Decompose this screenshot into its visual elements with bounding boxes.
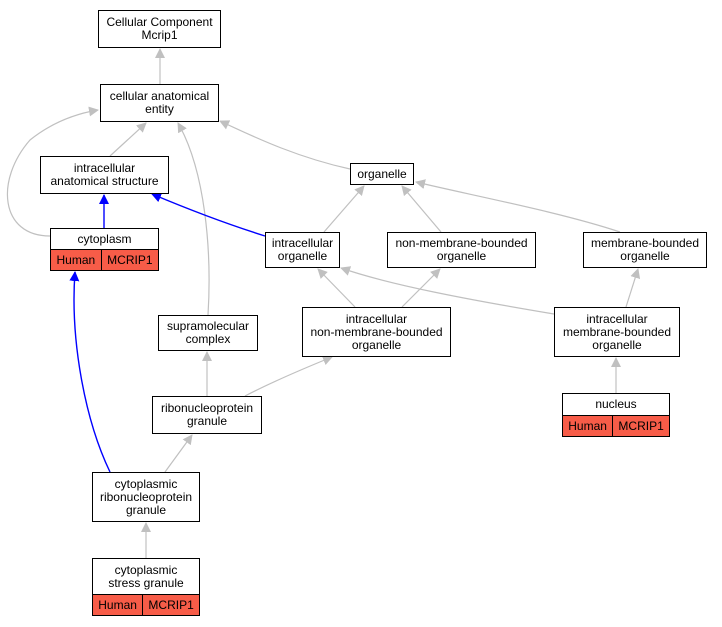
node-label: organelle (357, 166, 407, 181)
species-badge: Human (563, 416, 613, 436)
node-intracellular-non-membrane-bounded-organelle[interactable]: intracellular non-membrane-bounded organ… (302, 307, 451, 357)
node-label: cytoplasm (77, 231, 132, 246)
node-label: supramolecular complex (166, 319, 250, 346)
node-label: cytoplasmic ribonucleoprotein granule (99, 476, 193, 517)
edge-crnpg-to-cyto (69, 271, 111, 473)
node-label: intracellular anatomical structure (50, 161, 159, 188)
node-label: cytoplasmic stress granule (108, 562, 184, 590)
node-intracellular-anatomical-structure[interactable]: intracellular anatomical structure (40, 156, 169, 194)
node-intracellular-organelle[interactable]: intracellular organelle (265, 232, 340, 268)
edge-icnmbo-to-nmbo (401, 268, 441, 308)
node-label: Cellular Component Mcrip1 (106, 15, 213, 42)
edge-icorg-to-org (323, 185, 365, 233)
node-cytoplasmic-stress-granule[interactable]: cytoplasmic stress granule Human MCRIP1 (92, 558, 200, 616)
edge-cyto-to-cae (6, 106, 99, 237)
gene-badge: MCRIP1 (612, 416, 669, 436)
annotation-row: Human MCRIP1 (93, 594, 199, 615)
edge-icmbo-to-mbo (625, 268, 641, 308)
edge-icmbo-to-icorg (340, 266, 555, 315)
edge-icnmbo-to-icorg (317, 268, 356, 308)
node-label: non-membrane-bounded organelle (395, 236, 528, 263)
species-badge: Human (93, 595, 143, 615)
edge-mbo-to-org (415, 179, 621, 233)
annotation-row: Human MCRIP1 (51, 249, 158, 270)
node-nucleus[interactable]: nucleus Human MCRIP1 (562, 393, 670, 437)
edge-org-to-cae (219, 120, 351, 170)
edge-supra-to-cae (177, 122, 210, 316)
edge-icorg-to-ias (151, 192, 266, 237)
node-label: cellular anatomical entity (109, 89, 210, 116)
node-cytoplasm[interactable]: cytoplasm Human MCRIP1 (50, 228, 159, 271)
edge-crnpg-to-rnpg (164, 434, 193, 473)
gene-badge: MCRIP1 (100, 250, 158, 270)
node-label: intracellular non-membrane-bounded organ… (310, 311, 443, 352)
gene-badge: MCRIP1 (142, 595, 199, 615)
node-cellular-anatomical-entity[interactable]: cellular anatomical entity (100, 84, 219, 122)
annotation-row: Human MCRIP1 (563, 415, 669, 436)
edge-ias-to-cae (109, 122, 147, 157)
node-cellular-component[interactable]: Cellular Component Mcrip1 (98, 10, 221, 48)
species-badge: Human (51, 250, 101, 270)
node-label: nucleus (595, 397, 637, 411)
node-label: intracellular membrane-bounded organelle (562, 311, 672, 352)
node-organelle[interactable]: organelle (350, 163, 414, 185)
edge-rnpg-to-icnmbo (244, 355, 333, 397)
edge-nmbo-to-org (401, 185, 442, 233)
node-membrane-bounded-organelle[interactable]: membrane-bounded organelle (583, 232, 707, 268)
node-intracellular-membrane-bounded-organelle[interactable]: intracellular membrane-bounded organelle (554, 307, 680, 357)
node-ribonucleoprotein-granule[interactable]: ribonucleoprotein granule (152, 396, 262, 434)
node-cytoplasmic-ribonucleoprotein-granule[interactable]: cytoplasmic ribonucleoprotein granule (92, 472, 200, 522)
node-label: intracellular organelle (271, 236, 334, 263)
node-label: ribonucleoprotein granule (160, 401, 254, 428)
node-label: membrane-bounded organelle (590, 236, 700, 263)
node-supramolecular-complex[interactable]: supramolecular complex (158, 315, 258, 351)
node-non-membrane-bounded-organelle[interactable]: non-membrane-bounded organelle (387, 232, 536, 268)
